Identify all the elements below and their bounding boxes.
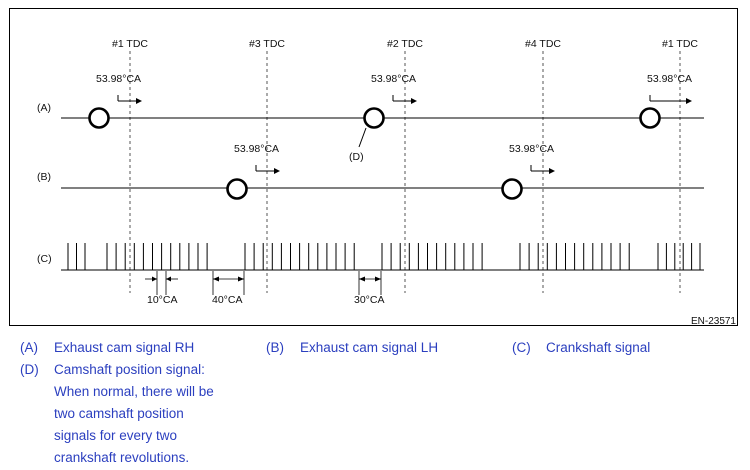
cam-pulse-circle [226, 178, 248, 200]
cam-pulse-circle [639, 107, 661, 129]
cam-pulse-circle [88, 107, 110, 129]
offset-arrowhead [549, 168, 555, 174]
crank-angle-30: 30°CA [354, 294, 384, 306]
offset-arrowhead [136, 98, 142, 104]
legend-text-line: crankshaft revolutions. [54, 450, 190, 465]
legend-description: Camshaft position signal: When normal, t… [54, 359, 254, 469]
dim-arrow-left [359, 276, 365, 282]
tdc-label-1: #1 TDC [112, 38, 148, 50]
crank-teeth [67, 243, 701, 270]
figure-id: EN-23571 [691, 316, 736, 327]
legend-text-line: When normal, there will be [54, 384, 214, 399]
callout-d-label: (D) [349, 151, 364, 163]
tdc-label-3: #2 TDC [387, 38, 423, 50]
legend-text-line: two camshaft position [54, 406, 184, 421]
legend-key: (B) [266, 340, 284, 355]
offset-arrowhead [686, 98, 692, 104]
angle-label: 53.98°CA [509, 143, 554, 155]
crank-dim-10 [145, 271, 178, 295]
legend-text: Crankshaft signal [546, 340, 651, 355]
crank-dim-40 [212, 271, 245, 295]
crank-angle-10: 10°CA [147, 294, 177, 306]
dim-arrow-right [375, 276, 381, 282]
legend-item-d: (D) Camshaft position signal: When norma… [20, 359, 214, 465]
row-label-c: (C) [37, 253, 52, 265]
row-label-a: (A) [37, 102, 51, 114]
crank-angle-40: 40°CA [212, 294, 242, 306]
legend-text-line: signals for every two [54, 428, 178, 443]
tdc-label-5: #1 TDC [662, 38, 698, 50]
signal-a-pulse-3: 53.98°CA [639, 73, 692, 129]
dim-arrow-left [213, 276, 219, 282]
tdc-label-2: #3 TDC [249, 38, 285, 50]
signal-a-pulse-2: 53.98°CA [363, 73, 417, 129]
callout-d-leader [358, 127, 367, 148]
legend-item-a: (A) Exhaust cam signal RH [20, 337, 194, 359]
tdc-label-4: #4 TDC [525, 38, 561, 50]
timing-diagram-frame: #1 TDC #3 TDC #2 TDC #4 TDC #1 TDC (A) (… [9, 8, 738, 327]
angle-label: 53.98°CA [234, 143, 279, 155]
legend-text: Camshaft position signal: [54, 362, 205, 377]
signal-b-pulse-2: 53.98°CA [501, 143, 555, 200]
legend-key: (A) [20, 340, 38, 355]
legend-item-c: (C) Crankshaft signal [512, 337, 650, 359]
legend-text: Exhaust cam signal LH [300, 340, 439, 355]
crank-dim-30 [358, 271, 382, 295]
offset-arrowhead [274, 168, 280, 174]
legend-key: (D) [20, 362, 39, 377]
angle-label: 53.98°CA [647, 73, 692, 85]
legend-key: (C) [512, 340, 531, 355]
row-label-b: (B) [37, 171, 51, 183]
timing-diagram: #1 TDC #3 TDC #2 TDC #4 TDC #1 TDC (A) (… [37, 38, 736, 327]
dim-arrow-right [166, 276, 171, 282]
cam-pulse-circle [501, 178, 523, 200]
dim-arrow-right [238, 276, 244, 282]
legend-text: Exhaust cam signal RH [54, 340, 195, 355]
signal-a-pulse-1: 53.98°CA [88, 73, 142, 129]
dim-arrow-left [152, 276, 157, 282]
cam-pulse-circle [363, 107, 385, 129]
angle-label: 53.98°CA [371, 73, 416, 85]
tdc-lines [129, 51, 681, 293]
offset-arrowhead [411, 98, 417, 104]
signal-b-pulse-1: 53.98°CA [226, 143, 280, 200]
legend-item-b: (B) Exhaust cam signal LH [266, 337, 438, 359]
angle-label: 53.98°CA [96, 73, 141, 85]
